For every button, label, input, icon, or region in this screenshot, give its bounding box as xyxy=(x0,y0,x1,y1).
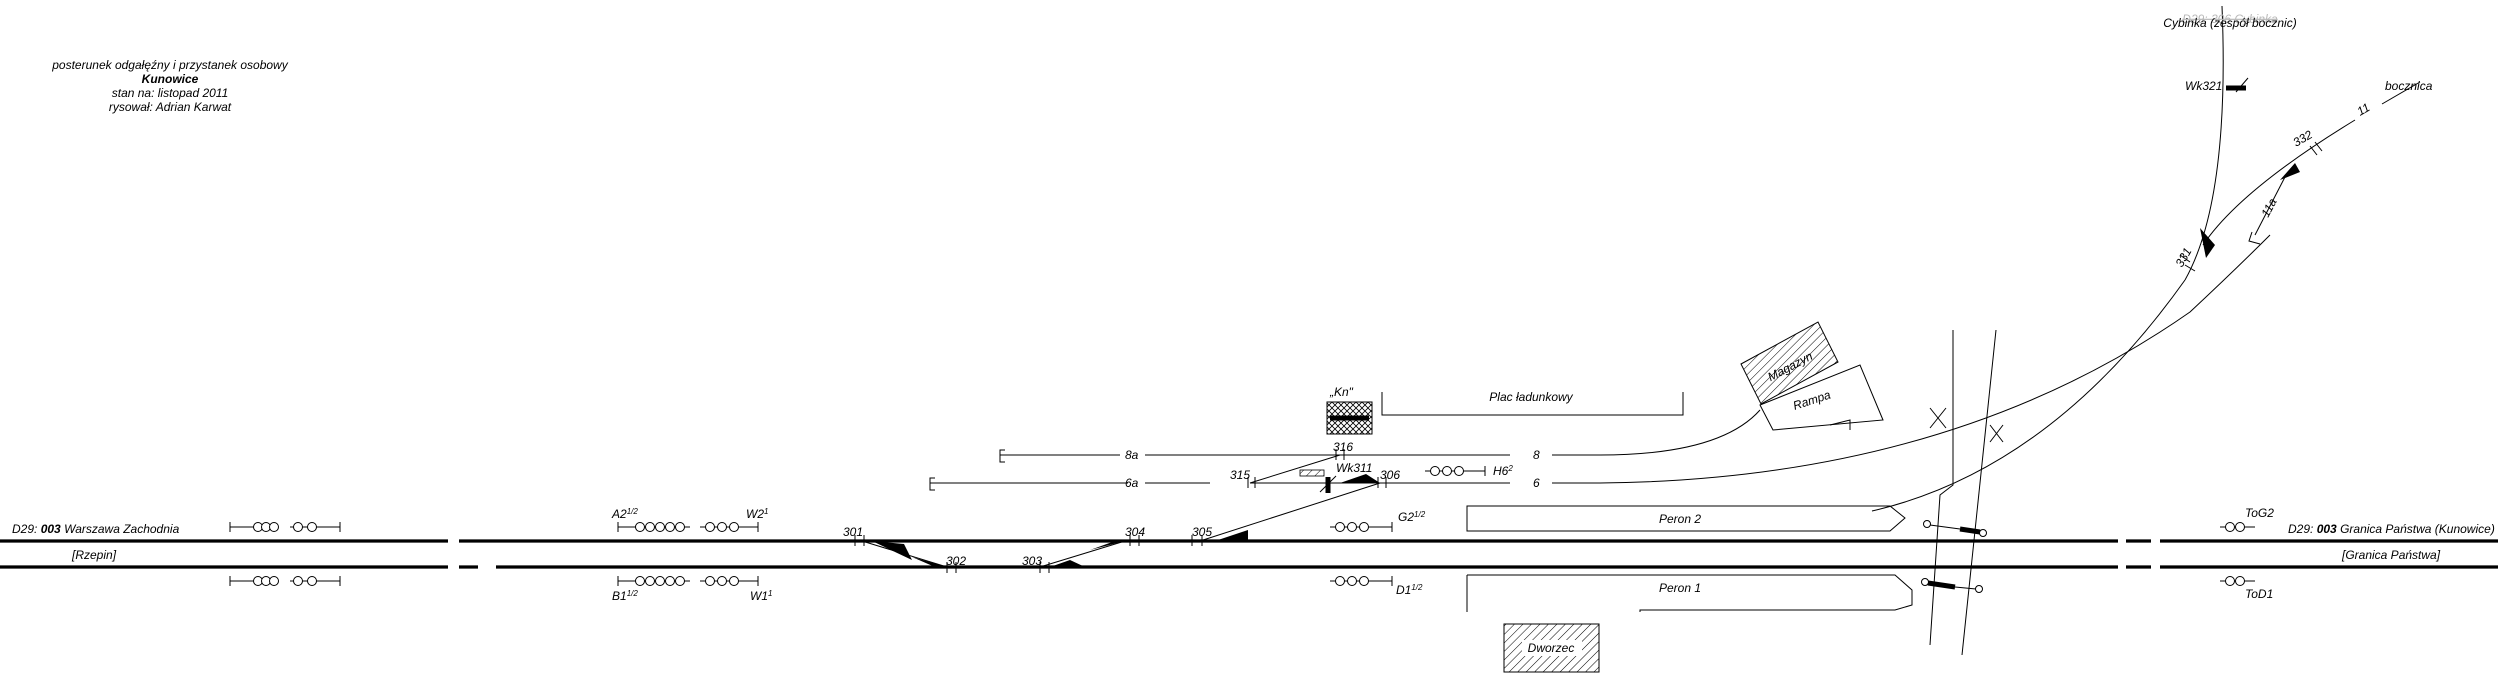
track-6-label: 6 xyxy=(1533,476,1540,490)
station-building-label: Dworzec xyxy=(1528,641,1575,655)
switch-331-label: 331 xyxy=(2172,245,2194,269)
signals-east-block: ToG2 ToD1 xyxy=(2220,506,2274,601)
signal-b1-label: B11/2 xyxy=(612,589,638,603)
platform-1: Peron 1 xyxy=(1466,574,1913,612)
signal-tog2-label: ToG2 xyxy=(2245,506,2274,520)
loading-yard: Plac ładunkowy xyxy=(1381,390,1684,416)
header-date: stan na: listopad 2011 xyxy=(112,86,229,100)
switch-302-label: 302 xyxy=(946,554,966,568)
warehouse: Magazyn xyxy=(1740,321,1839,405)
signals-entry-block: A21/2 W21 B11/2 W11 xyxy=(611,507,772,603)
east-route: D29: 003 Granica Państwa (Kunowice) [Gra… xyxy=(2288,522,2495,562)
signal-w2-label: W21 xyxy=(746,507,768,521)
platform-1-label: Peron 1 xyxy=(1659,581,1701,595)
switch-301-label: 301 xyxy=(843,525,863,539)
switch-304-label: 304 xyxy=(1125,525,1145,539)
kn-building: „Kn" xyxy=(1326,385,1373,435)
cybinka-struck-label: D29: 306 Cybinka xyxy=(2182,12,2278,26)
wk321-label: Wk321 xyxy=(2185,79,2222,93)
signal-tod1-label: ToD1 xyxy=(2245,587,2273,601)
cybinka-branch: 331 D29: 306 Cybinka Cybinka (zespół boc… xyxy=(1871,5,2297,512)
wk311-lock: Wk311 xyxy=(1319,461,1372,493)
siding-11: 11 332 11a bocznica xyxy=(2202,79,2433,246)
signal-w1-label: W11 xyxy=(750,589,772,603)
switch-303-label: 303 xyxy=(1022,554,1042,568)
platform-2-label: Peron 2 xyxy=(1659,512,1701,526)
switch-332-label: 332 xyxy=(2291,127,2316,149)
road-crossing xyxy=(1921,329,2004,656)
loading-yard-label: Plac ładunkowy xyxy=(1489,390,1573,404)
header-block: posterunek odgałęźny i przystanek osobow… xyxy=(51,58,288,114)
track-11-label: 11 xyxy=(2355,100,2373,118)
station-name: Kunowice xyxy=(142,72,199,86)
cybinka-label: Cybinka (zespół bocznic) xyxy=(2163,16,2296,30)
track-6a-label: 6a xyxy=(1125,476,1139,490)
switch-305-label: 305 xyxy=(1192,525,1212,539)
switch-315-label: 315 xyxy=(1230,468,1250,482)
switch-316-label: 316 xyxy=(1333,440,1353,454)
crossover-301-302: 301 302 xyxy=(843,525,966,573)
signal-h6-label: H62 xyxy=(1493,464,1513,478)
track-8a-label: 8a xyxy=(1125,448,1139,462)
west-next-station: [Rzepin] xyxy=(71,548,117,562)
east-route-label: D29: 003 Granica Państwa (Kunowice) xyxy=(2288,522,2495,536)
signals-west-block xyxy=(229,522,341,586)
crossover-303-304: 303 304 xyxy=(1022,525,1145,573)
west-route: D29: 003 Warszawa Zachodnia [Rzepin] xyxy=(12,522,180,562)
platform-2: Peron 2 xyxy=(1466,505,1906,532)
track-8: 8a 8 315 316 306 xyxy=(999,409,1761,488)
header-author: rysował: Adrian Karwat xyxy=(109,100,232,114)
wk311-label: Wk311 xyxy=(1336,461,1372,475)
west-route-label: D29: 003 Warszawa Zachodnia xyxy=(12,522,180,536)
switch-306-label: 306 xyxy=(1380,468,1400,482)
signal-a2-label: A21/2 xyxy=(611,507,638,521)
signal-g2-label: G21/2 xyxy=(1398,510,1426,524)
east-next-station: [Granica Państwa] xyxy=(2341,548,2441,562)
signals-exit-block: G21/2 D11/2 H62 xyxy=(1330,464,1513,597)
ramp: Rampa xyxy=(1759,364,1884,431)
signal-d1-label: D11/2 xyxy=(1396,583,1423,597)
track-11a-label: 11a xyxy=(2258,196,2279,220)
kn-label: „Kn" xyxy=(1329,385,1354,399)
siding-label: bocznica xyxy=(2385,79,2433,93)
header-line1: posterunek odgałęźny i przystanek osobow… xyxy=(51,58,288,72)
station-building: Dworzec xyxy=(1503,623,1600,673)
track-8-label: 8 xyxy=(1533,448,1540,462)
switch-305: 305 xyxy=(1191,482,1381,546)
